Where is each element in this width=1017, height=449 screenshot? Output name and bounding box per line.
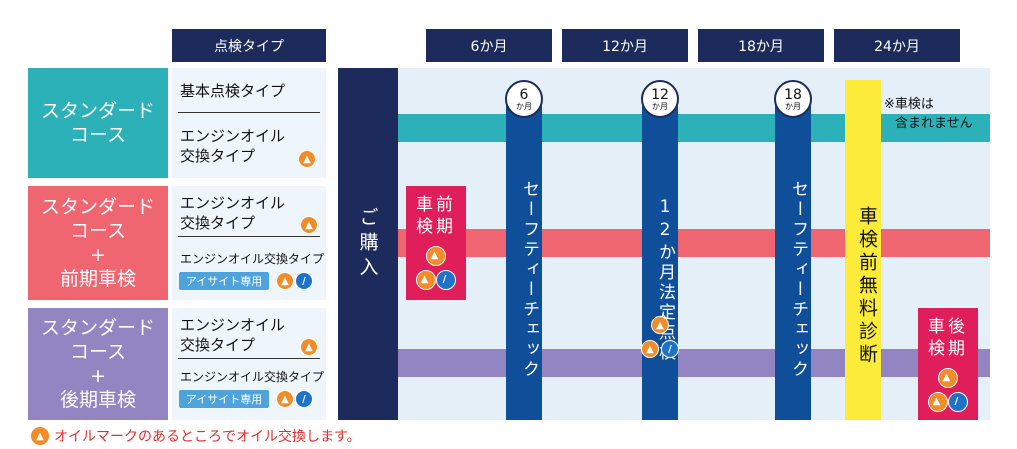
oil-can-icon: ▲ <box>641 340 659 358</box>
eyesight-badge: アイサイト専用 <box>179 390 269 408</box>
rear-inspection-line2: 検期 <box>928 339 968 359</box>
safety-check-18: セーフティーチェック <box>775 102 811 420</box>
note-line1: ※車検は <box>884 97 934 112</box>
type-oil-combined: エンジンオイル交換タイプ <box>180 370 325 384</box>
divider <box>178 112 320 113</box>
course-standard-line2: コース <box>69 124 127 146</box>
month-circle-18: 18 か月 <box>774 80 812 118</box>
oil-can-icon: ▲ <box>928 392 948 412</box>
oil-can-icon: ▲ <box>300 216 318 234</box>
type-basic: 基本点検タイプ <box>180 82 286 100</box>
course-front-line1: スタンダード <box>40 196 155 218</box>
type-oil-line2: 交換タイプ <box>180 336 256 354</box>
type-oil-line1: エンジンオイル <box>180 194 286 212</box>
oil-can-icon: ▲ <box>938 368 958 388</box>
month-circle-6: 6 か月 <box>505 80 543 118</box>
free-pre-inspection-diagnosis: 車検前無料診断 <box>845 80 881 420</box>
stripe-front-inspection <box>398 229 990 257</box>
course-standard: スタンダード コース <box>28 68 168 178</box>
oil-can-icon: ▲ <box>298 150 316 168</box>
type-oil-line1: エンジンオイル <box>180 316 286 334</box>
course-front-line2: コース <box>69 220 127 242</box>
course-rear-line1: スタンダード <box>40 317 155 339</box>
oil-can-icon: ▲ <box>416 270 436 290</box>
type-oil-line1: エンジンオイル <box>180 127 286 145</box>
front-inspection-line2: 検期 <box>416 217 456 237</box>
eyesight-badge: アイサイト専用 <box>179 272 269 290</box>
course-standard-line1: スタンダード <box>40 100 155 122</box>
divider <box>178 236 320 237</box>
stripe-rear-inspection <box>398 349 990 377</box>
header-12-months: 12か月 <box>562 29 688 62</box>
wiper-blade-icon: / <box>436 270 456 290</box>
stripe-standard <box>398 114 990 142</box>
header-6-months: 6か月 <box>426 29 552 62</box>
rear-inspection-box: 車後 検期 ▲ ▲/ <box>918 308 978 420</box>
footnote: ▲ オイルマークのあるところでオイル交換します。 <box>30 426 361 446</box>
course-rear-line4: 後期車検 <box>59 389 136 411</box>
purchase-label: ご購入 <box>338 68 398 420</box>
header-24-months: 24か月 <box>834 29 960 62</box>
oil-can-icon: ▲ <box>426 246 446 266</box>
header-18-months: 18か月 <box>698 29 824 62</box>
oil-can-icon: ▲ <box>276 390 294 408</box>
course-standard-front-inspection: スタンダード コース + 前期車検 <box>28 186 168 300</box>
front-inspection-line1: 車前 <box>416 195 456 215</box>
oil-can-icon: ▲ <box>276 272 294 290</box>
month-circle-12: 12 か月 <box>641 80 679 118</box>
footnote-text: オイルマークのあるところでオイル交換します。 <box>54 429 361 445</box>
circle-number: 6 <box>519 86 529 103</box>
oil-can-icon: ▲ <box>651 316 669 334</box>
type-oil-line2: 交換タイプ <box>180 147 256 165</box>
circle-unit: か月 <box>785 101 801 111</box>
course-front-plus: + <box>90 244 106 266</box>
wiper-blade-icon: / <box>295 272 313 290</box>
circle-number: 12 <box>651 86 669 103</box>
course-standard-rear-inspection: スタンダード コース + 後期車検 <box>28 308 168 420</box>
course-front-line4: 前期車検 <box>59 268 136 290</box>
course-rear-plus: + <box>90 365 106 387</box>
circle-unit: か月 <box>652 101 668 111</box>
course-rear-line2: コース <box>69 341 127 363</box>
type-oil-combined: エンジンオイル交換タイプ <box>180 252 325 266</box>
safety-check-6: セーフティーチェック <box>506 102 542 420</box>
front-inspection-box: 車前 検期 ▲ ▲/ <box>406 186 466 300</box>
legal-inspection-12: 12か月法定点検 <box>642 102 678 420</box>
wiper-blade-icon: / <box>295 390 313 408</box>
circle-number: 18 <box>784 86 802 103</box>
rear-inspection-line1: 車後 <box>928 317 968 337</box>
wiper-blade-icon: / <box>661 340 679 358</box>
header-inspection-type: 点検タイプ <box>172 29 326 62</box>
type-oil-line2: 交換タイプ <box>180 214 256 232</box>
wiper-blade-icon: / <box>948 392 968 412</box>
circle-unit: か月 <box>516 101 532 111</box>
divider <box>178 358 320 359</box>
oil-can-icon: ▲ <box>300 338 318 356</box>
oil-can-icon: ▲ <box>30 426 50 446</box>
note-line2: 含まれません <box>895 116 973 131</box>
